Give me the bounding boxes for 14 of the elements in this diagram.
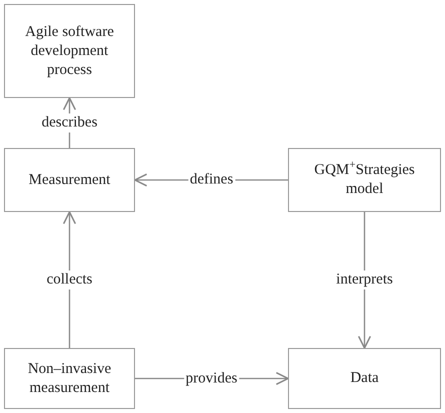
box-text: Non–invasive measurement <box>26 360 112 398</box>
box-text: GQM$^{+}$Strategies model <box>313 161 416 199</box>
box-text: Measurement <box>28 170 110 190</box>
process-box <box>288 348 441 409</box>
edge-label: provides <box>184 369 240 388</box>
edge-label: describes <box>40 114 100 132</box>
process-box <box>4 348 135 409</box>
process-box <box>4 148 135 212</box>
box-text: Agile software development process <box>24 22 115 80</box>
edge-label: collects <box>44 270 94 290</box>
edge-label: interprets <box>334 270 395 290</box>
process-box <box>288 148 441 212</box>
process-box <box>4 4 135 98</box>
box-text: Data <box>350 369 379 388</box>
